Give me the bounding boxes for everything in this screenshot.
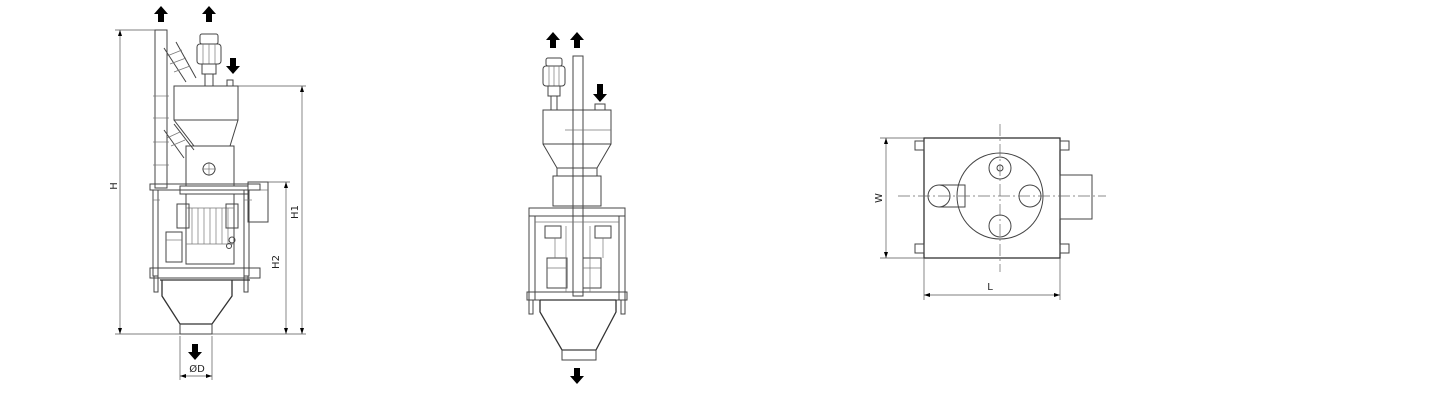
side-view: [526, 32, 628, 384]
classifier-cap: [196, 33, 222, 87]
angled-duct-upper: [163, 41, 197, 83]
side-motor: [247, 181, 269, 223]
side-exhaust-up-arrow-right: [570, 32, 584, 48]
return-air-duct: [153, 29, 169, 189]
separator-body: [173, 79, 249, 195]
feed-down-arrow: [226, 58, 240, 74]
exhaust-up-arrow-right: [202, 6, 216, 22]
exhaust-up-arrow-left: [154, 6, 168, 22]
dimension-h: [115, 29, 180, 335]
side-discharge-down-arrow: [570, 368, 584, 384]
dimension-h2: [268, 181, 290, 334]
dimension-od-label: ØD: [189, 363, 205, 375]
dimension-h2-label: H2: [271, 255, 282, 269]
angled-duct-lower: [163, 123, 195, 159]
dimension-l-label: L: [987, 282, 993, 293]
dimension-w: [880, 137, 924, 259]
side-mill-internals: [544, 225, 612, 292]
dimension-h-label: H: [109, 182, 120, 190]
side-support-frame: [526, 207, 628, 315]
dimension-w-label: W: [874, 193, 885, 203]
plan-view: W L: [874, 124, 1106, 300]
mill-internals: [165, 193, 239, 265]
side-discharge-hopper: [539, 299, 617, 361]
side-classifier-cap: [542, 57, 566, 111]
plan-body: [923, 137, 1061, 259]
discharge-hopper: [160, 279, 250, 335]
support-frame: [149, 183, 261, 293]
dimension-h1: [212, 85, 306, 335]
dimension-od: [179, 336, 213, 380]
side-separator: [542, 103, 612, 207]
front-view: H H1 H2 ØD: [109, 6, 306, 380]
plan-motor: [1059, 174, 1093, 220]
dimension-l: [923, 258, 1061, 300]
dimension-h1-label: H1: [290, 205, 301, 219]
side-feed-down-arrow: [593, 84, 607, 102]
discharge-down-arrow: [188, 344, 202, 360]
side-exhaust-up-arrow-left: [546, 32, 560, 48]
